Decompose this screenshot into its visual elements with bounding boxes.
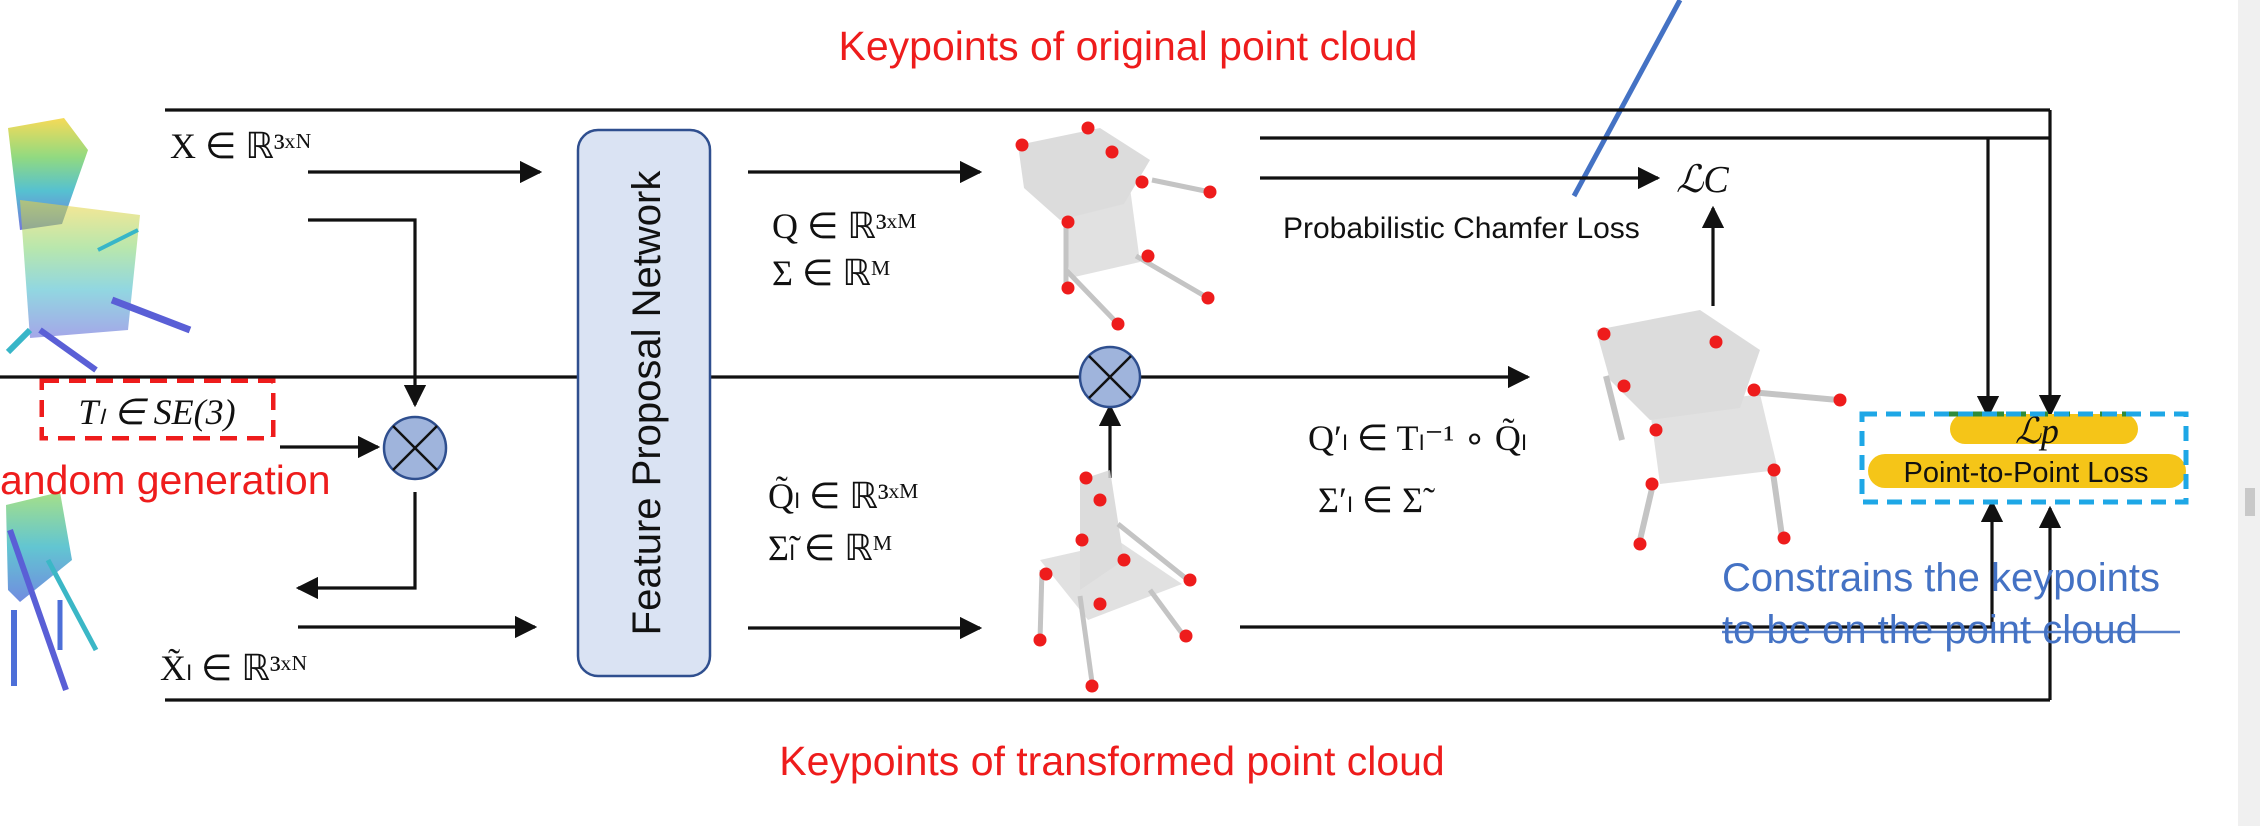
top-label: Keypoints of original point cloud <box>839 23 1418 69</box>
keypoint-dot <box>1203 185 1217 199</box>
transformed-cloud-label: X̃ₗ ∈ ℝ³ˣᴺ <box>160 648 308 688</box>
keypoint-dot <box>1105 145 1119 159</box>
chamfer-loss-symbol: ℒC <box>1676 159 1729 201</box>
keypoint-dot <box>1633 537 1647 551</box>
aligned-keypoints-label: Q′ₗ ∈ Tₗ⁻¹ ∘ Q̃ₗ <box>1308 418 1527 458</box>
keypoint-dot <box>1645 477 1659 491</box>
keypoint-dot <box>1183 573 1197 587</box>
keypoint-dot <box>1747 383 1761 397</box>
aligned-uncertainty-label: Σ′ₗ ∈ Σ̃ <box>1318 480 1435 520</box>
constraint-note-line1: Constrains the keypoints <box>1722 556 2160 600</box>
keypoint-dot <box>1617 379 1631 393</box>
keypoint-dot <box>1075 533 1089 547</box>
keypoint-dot <box>1179 629 1193 643</box>
lp-badge <box>1950 414 2138 444</box>
keypoint-dot <box>1093 493 1107 507</box>
transformed-keypoints-image <box>1037 470 1190 683</box>
constraint-note-line2: to be on the point cloud <box>1722 608 2138 652</box>
scrollbar-thumb[interactable] <box>2245 488 2255 516</box>
keypoint-dot <box>1033 633 1047 647</box>
lp-symbol: ℒp <box>2015 411 2059 451</box>
keypoint-dot <box>1833 393 1847 407</box>
keypoint-dot <box>1039 567 1053 581</box>
keypoint-dot <box>1141 249 1155 263</box>
chamfer-loss-label: Probabilistic Chamfer Loss <box>1283 212 1640 245</box>
transform-multiplier-1 <box>382 415 448 481</box>
keypoint-dot <box>1117 553 1131 567</box>
keypoint-dot <box>1767 463 1781 477</box>
keypoint-dot <box>1709 335 1723 349</box>
keypoints-label: Q ∈ ℝ³ˣᴹ <box>772 206 917 246</box>
keypoint-dot <box>1093 597 1107 611</box>
keypoint-dot <box>1649 423 1663 437</box>
random-generation-label: andom generation <box>0 457 331 503</box>
keypoint-dot <box>1201 291 1215 305</box>
loss-dashed-frame <box>1859 411 2189 505</box>
keypoint-dot <box>1135 175 1149 189</box>
feature-proposal-network-label: Feature Proposal Network <box>625 170 669 636</box>
scrollbar-track[interactable] <box>2238 0 2260 826</box>
uncertainty-label: Σ ∈ ℝᴹ <box>772 253 890 293</box>
annotation-pointer-line <box>1571 0 1683 198</box>
point-to-point-loss-block: ℒp Point-to-Point Loss <box>1859 411 2189 505</box>
p2p-label: Point-to-Point Loss <box>1903 457 2148 489</box>
transform-multiplier-2 <box>1078 345 1142 409</box>
keypoint-dot <box>1079 471 1093 485</box>
keypoint-markers <box>1015 121 1847 693</box>
keypoint-dot <box>1111 317 1125 331</box>
transformed-uncertainty-label: Σ̃ₗ ∈ ℝᴹ <box>768 528 892 568</box>
transform-label: Tₗ ∈ SE(3) <box>78 392 235 432</box>
transformed-point-cloud-image <box>6 492 99 691</box>
p2p-badge <box>1868 454 2186 488</box>
keypoint-dot <box>1061 215 1075 229</box>
original-point-cloud-image <box>5 118 192 373</box>
feature-proposal-network-box <box>576 128 712 678</box>
bottom-label: Keypoints of transformed point cloud <box>779 738 1445 784</box>
keypoint-dot <box>1061 281 1075 295</box>
keypoint-dot <box>1597 327 1611 341</box>
keypoint-dot <box>1085 679 1099 693</box>
transform-sampling-box <box>39 378 276 441</box>
transformed-keypoints-label: Q̃ₗ ∈ ℝ³ˣᴹ <box>768 476 919 516</box>
keypoint-dot <box>1015 138 1029 152</box>
input-cloud-label: X ∈ ℝ³ˣᴺ <box>170 126 312 166</box>
keypoint-dot <box>1777 531 1791 545</box>
keypoint-dot <box>1081 121 1095 135</box>
